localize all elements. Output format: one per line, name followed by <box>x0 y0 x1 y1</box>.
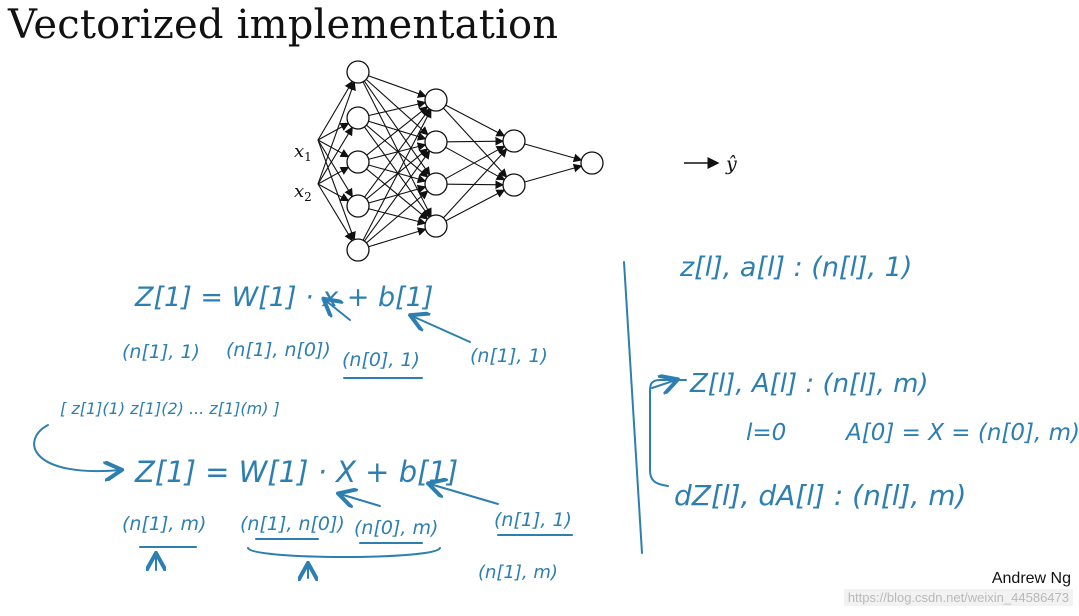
right-bracket <box>649 379 687 487</box>
stack-arrow <box>33 424 120 471</box>
underbrace <box>247 547 441 558</box>
network-edge <box>445 189 506 222</box>
network-edge <box>363 80 431 176</box>
network-edge <box>446 136 505 146</box>
annotation-arrow <box>340 494 381 506</box>
network-edge <box>368 227 427 248</box>
network-edge <box>363 150 431 242</box>
dim-b1: (n[1], 1) <box>470 345 548 367</box>
network-edge <box>317 139 353 198</box>
network-node <box>346 194 370 218</box>
right-a0-equals-x: A[0] = X = (n[0], m) <box>844 420 1079 446</box>
network-node <box>424 130 448 154</box>
network-edge <box>368 120 427 141</box>
annotation-arrow <box>412 316 471 343</box>
network-edge <box>317 81 356 185</box>
author-credit: Andrew Ng <box>991 570 1071 587</box>
dim-b1-vec: (n[1], 1) <box>494 509 572 531</box>
dim-z1: (n[1], 1) <box>122 341 200 363</box>
network-node <box>346 60 370 84</box>
right-matrix-dims: Z[l], A[l] : (n[l], m) <box>689 369 929 399</box>
dim-x: (n[0], 1) <box>342 349 420 371</box>
network-edge <box>366 190 429 244</box>
right-vector-dims: z[l], a[l] : (n[l], 1) <box>679 252 912 283</box>
broadcast-dim: (n[1], m) <box>478 562 558 583</box>
network-edge <box>366 168 429 220</box>
dim-Z1: (n[1], m) <box>122 513 206 535</box>
network-edge <box>317 183 350 202</box>
network-node <box>346 106 370 130</box>
dim-W1: (n[1], n[0]) <box>240 513 345 535</box>
network-edge <box>317 183 353 242</box>
network-edge <box>366 106 429 156</box>
network-edge <box>368 184 427 204</box>
network-node <box>346 238 370 262</box>
annotation-arrow <box>430 484 499 505</box>
right-bracket-arrow <box>651 380 676 388</box>
network-nodes <box>346 60 604 262</box>
network-edge <box>317 80 353 141</box>
network-edge <box>524 163 583 183</box>
network-edge <box>317 139 350 158</box>
network-edge <box>317 139 356 241</box>
network-edge <box>446 180 505 190</box>
network-edges <box>317 75 583 248</box>
network-edge <box>368 99 427 117</box>
watermark: https://blog.csdn.net/weixin_44586473 <box>843 589 1073 606</box>
slide-title: Vectorized implementation <box>8 2 559 48</box>
stacked-columns: [ z[1](1) z[1](2) ... z[1](m) ] <box>60 399 280 418</box>
network-edge <box>443 148 508 219</box>
right-l-zero: l=0 <box>746 420 786 446</box>
network-node <box>424 88 448 112</box>
dim-X: (n[0], m) <box>354 517 438 539</box>
network-edge <box>368 164 427 184</box>
network-node <box>424 172 448 196</box>
equation-vectorized: Z[1] = W[1] · X + b[1] <box>134 455 458 489</box>
input-x2-label: x2 <box>294 181 312 204</box>
output-yhat-label: ŷ <box>725 153 737 175</box>
equation-single-example: Z[1] = W[1] · x + b[1] <box>134 282 433 313</box>
network-node <box>502 173 526 197</box>
network-edge <box>445 104 506 137</box>
right-gradient-dims: dZ[l], dA[l] : (n[l], m) <box>674 479 966 512</box>
dim-w1: (n[1], n[0]) <box>226 339 331 361</box>
network-edge <box>317 166 350 185</box>
network-edge <box>317 122 350 141</box>
network-edge <box>445 145 506 180</box>
divider-line <box>623 261 643 554</box>
network-node <box>502 129 526 153</box>
annotation-arrow <box>325 300 351 321</box>
network-edge <box>364 107 431 198</box>
network-edge <box>445 146 506 181</box>
network-edge <box>524 143 583 163</box>
network-node <box>424 214 448 238</box>
network-node <box>346 150 370 174</box>
network-edge <box>443 107 508 178</box>
network-edge <box>362 108 432 241</box>
network-edge <box>368 142 427 160</box>
network-node <box>580 151 604 175</box>
network-edge <box>363 126 431 218</box>
network-edge <box>368 75 427 98</box>
input-x1-label: x1 <box>294 141 312 164</box>
network-edge <box>317 126 353 185</box>
